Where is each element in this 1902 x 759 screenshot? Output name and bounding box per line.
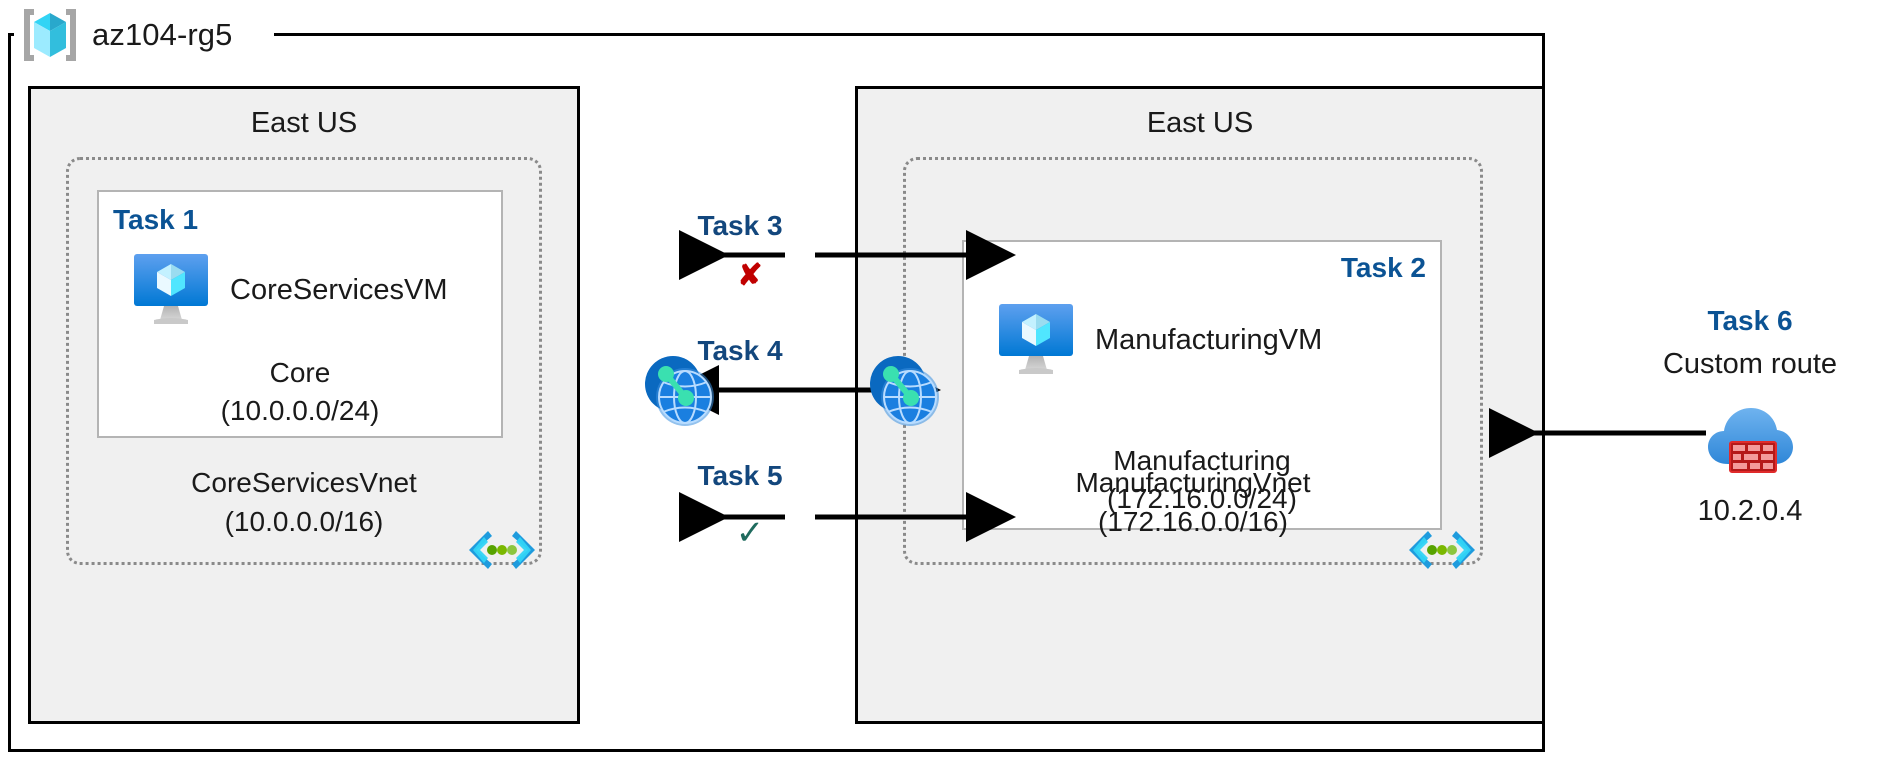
- task-3-arrow-right: [815, 230, 1016, 280]
- subnet-core-name: Core: [269, 357, 331, 388]
- custom-route-title: Custom route: [1662, 348, 1838, 380]
- region-label-right: East US: [1146, 107, 1254, 139]
- vnet-peering-icon: [640, 351, 718, 429]
- task-3-label: Task 3: [697, 210, 783, 241]
- vm-core-services: CoreServicesVM: [130, 250, 448, 330]
- task-3-arrow-left: [679, 230, 785, 280]
- vnet-core-cidr: (10.0.0.0/16): [224, 506, 384, 537]
- firewall-cloud-icon: [1704, 400, 1796, 478]
- custom-route-address: 10.2.0.4: [1697, 495, 1803, 527]
- resource-group-name: az104-rg5: [92, 17, 233, 52]
- vm-manufacturing: ManufacturingVM: [995, 300, 1322, 380]
- task-4-label: Task 4: [697, 335, 783, 366]
- task-5-allowed-check-icon: ✓: [735, 514, 765, 552]
- subnet-box-manufacturing: Task 2 Manufacturing (172.16.0.0/24): [962, 240, 1442, 530]
- task-5-arrow-left: [679, 492, 785, 542]
- vnet-core-name: CoreServicesVnet: [191, 467, 417, 498]
- vnet-peering-icon: [865, 351, 943, 429]
- vnet-box-core: [66, 157, 542, 565]
- task-3-blocked-cross-icon: ✘: [737, 259, 763, 292]
- task-5-label: Task 5: [697, 460, 783, 491]
- vm-manufacturing-name: ManufacturingVM: [1095, 323, 1323, 356]
- task-1-label: Task 1: [113, 204, 199, 235]
- subnet-manufacturing-name: Manufacturing: [1113, 445, 1291, 476]
- virtual-machine-icon: [130, 250, 212, 330]
- azure-resource-group-cube-icon: [18, 7, 82, 63]
- subnet-brackets-icon: [466, 525, 538, 575]
- task-5-arrow-right: [815, 492, 1016, 542]
- subnet-core-cidr: (10.0.0.0/24): [220, 395, 380, 426]
- resource-group-label: az104-rg5: [18, 7, 233, 63]
- task-6-label: Task 6: [1707, 305, 1793, 336]
- region-label-left: East US: [250, 107, 358, 139]
- vnet-manufacturing-cidr: (172.16.0.0/16): [1098, 506, 1288, 537]
- task-4-arrow-bidirectional: [669, 365, 941, 415]
- subnet-manufacturing-cidr: (172.16.0.0/24): [1107, 483, 1297, 514]
- vnet-manufacturing-name: ManufacturingVnet: [1075, 467, 1311, 498]
- vm-core-services-name: CoreServicesVM: [230, 273, 448, 306]
- task-2-label: Task 2: [1340, 252, 1426, 283]
- virtual-machine-icon: [995, 300, 1077, 380]
- subnet-brackets-icon: [1406, 525, 1478, 575]
- custom-route-arrow: [1489, 408, 1706, 458]
